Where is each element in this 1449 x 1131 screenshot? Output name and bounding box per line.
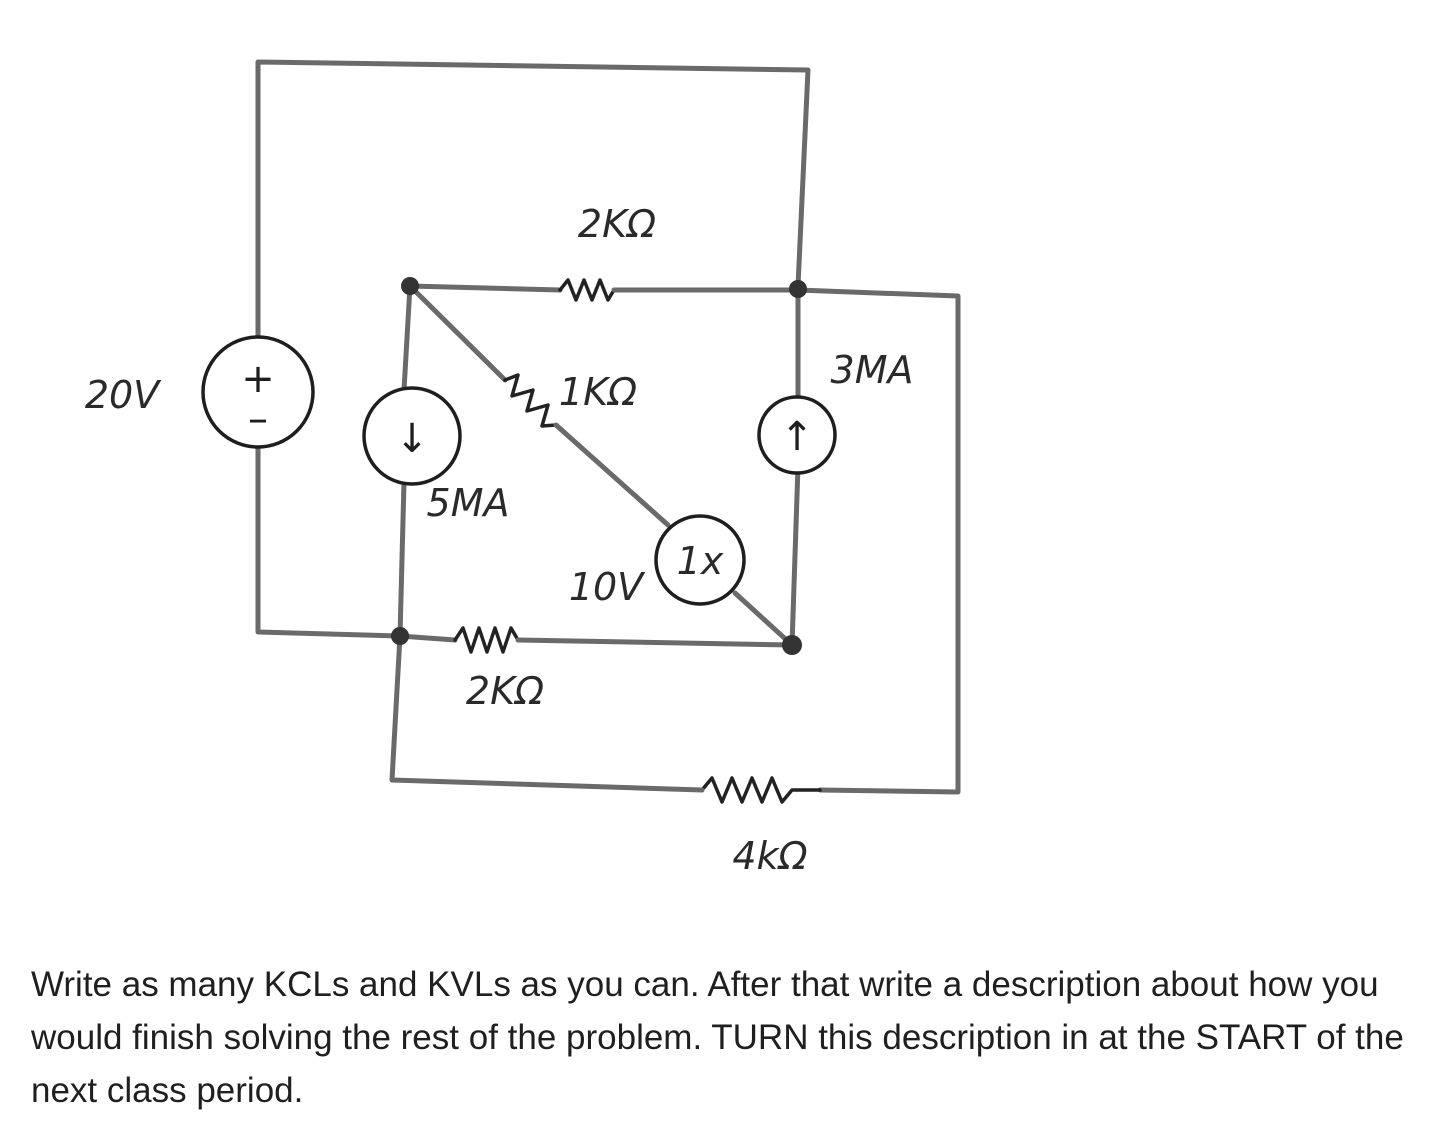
wire-bottom-branch-right bbox=[515, 637, 795, 648]
resistor-outer-4k bbox=[700, 776, 822, 804]
circuit-diagram: + – 20V ↓ 5MA ↑ 3MA 1x 10V 2KΩ 1KΩ 2KΩ 4… bbox=[85, 59, 961, 878]
current-source-5ma bbox=[362, 386, 462, 486]
wire-left-lower bbox=[255, 442, 403, 639]
voltage-source-20v bbox=[201, 335, 315, 449]
plus-sign: + bbox=[241, 356, 275, 402]
node-bottom-left bbox=[391, 627, 409, 645]
label-3ma: 3MA bbox=[831, 348, 914, 392]
node-top-left bbox=[401, 277, 419, 295]
arrow-down-icon: ↓ bbox=[395, 416, 429, 462]
label-5ma: 5MA bbox=[427, 481, 510, 525]
arrow-up-icon: ↑ bbox=[780, 414, 814, 460]
wire-right-lower bbox=[789, 463, 801, 648]
wire-outer-right bbox=[795, 287, 961, 795]
node-top-right bbox=[789, 280, 807, 298]
label-20v: 20V bbox=[85, 373, 162, 417]
label-bottom-2k: 2KΩ bbox=[466, 669, 544, 713]
wire-5ma-lower bbox=[397, 479, 407, 639]
resistor-bottom-2k bbox=[453, 626, 520, 654]
source-symbol-1x: 1x bbox=[677, 539, 724, 583]
wire-top-loop bbox=[255, 59, 811, 341]
node-bottom-right bbox=[782, 635, 802, 655]
wire-diagonal-upper bbox=[407, 283, 508, 383]
instructions-text: Write as many KCLs and KVLs as you can. … bbox=[31, 965, 1404, 1110]
minus-sign: – bbox=[248, 396, 268, 442]
wire-diagonal-middle bbox=[553, 422, 671, 528]
resistor-diagonal-1k bbox=[503, 373, 558, 428]
label-1k: 1KΩ bbox=[559, 370, 637, 414]
wire-outer-bottom bbox=[389, 633, 705, 793]
voltage-source-10v bbox=[654, 514, 746, 606]
label-top-2k: 2KΩ bbox=[578, 202, 656, 246]
wire-5ma-upper bbox=[401, 283, 413, 393]
wire-bottom-branch-left bbox=[397, 633, 458, 643]
wire-diagonal-lower bbox=[732, 590, 795, 648]
label-4k: 4kΩ bbox=[732, 834, 807, 878]
resistor-top-2k bbox=[558, 278, 616, 302]
current-source-3ma bbox=[757, 395, 837, 475]
label-10v: 10V bbox=[569, 565, 646, 609]
wire-top-branch-left bbox=[407, 283, 563, 293]
